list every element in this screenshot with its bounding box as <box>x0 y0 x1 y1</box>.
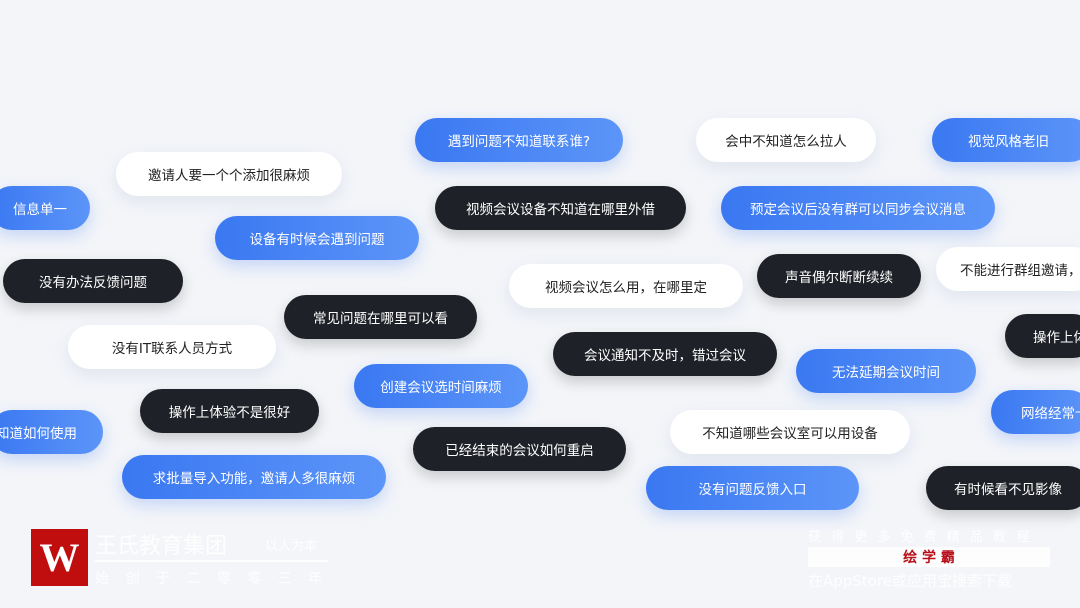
pill: 视觉风格老旧 <box>932 118 1080 162</box>
pill: 遇到问题不知道联系谁? <box>415 118 623 162</box>
pill: 没有IT联系人员方式 <box>68 325 276 369</box>
pill: 常见问题在哪里可以看 <box>284 295 477 339</box>
watermark-since: 始 创 于 二 零 零 三 年 <box>95 571 329 587</box>
pill: 没有问题反馈入口 <box>646 466 859 510</box>
pill: 知道如何使用 <box>0 410 103 454</box>
pill: 会议通知不及时，错过会议 <box>553 332 777 376</box>
watermark-promo: 获 得 更 多 免 费 精 品 教 程 <box>808 530 1033 545</box>
pill: 不能进行群组邀请， <box>936 247 1080 291</box>
pill: 设备有时候会遇到问题 <box>215 216 419 260</box>
pill: 创建会议选时间麻烦 <box>354 364 528 408</box>
watermark-store: 在AppStore或应用宝搜索下载 <box>808 572 1012 590</box>
pill: 视频会议设备不知道在哪里外借 <box>435 186 686 230</box>
pill: 信息单一 <box>0 186 90 230</box>
pill: 会中不知道怎么拉人 <box>696 118 876 162</box>
pill: 声音偶尔断断续续 <box>757 254 921 298</box>
pill: 不知道哪些会议室可以用设备 <box>670 410 910 454</box>
pill: 视频会议怎么用，在哪里定 <box>509 264 743 308</box>
pill: 邀请人要一个个添加很麻烦 <box>116 152 342 196</box>
pill: 已经结束的会议如何重启 <box>413 427 626 471</box>
pill: 网络经常卡 <box>991 390 1080 434</box>
logo-icon: W <box>31 529 88 586</box>
pill: 无法延期会议时间 <box>796 349 976 393</box>
watermark-divider <box>95 560 328 562</box>
pill: 操作上体验不是很好 <box>140 389 319 433</box>
watermark-name: 王氏教育集团 <box>95 534 228 559</box>
pill: 预定会议后没有群可以同步会议消息 <box>721 186 995 230</box>
pill: 没有办法反馈问题 <box>3 259 183 303</box>
watermark-brand: 绘 学 霸 <box>808 547 1050 567</box>
watermark-motto: 以人为本 <box>265 539 318 554</box>
pill: 求批量导入功能，邀请人多很麻烦 <box>122 455 386 499</box>
pill: 操作上体 <box>1005 314 1080 358</box>
pill: 有时候看不见影像 <box>926 466 1080 510</box>
